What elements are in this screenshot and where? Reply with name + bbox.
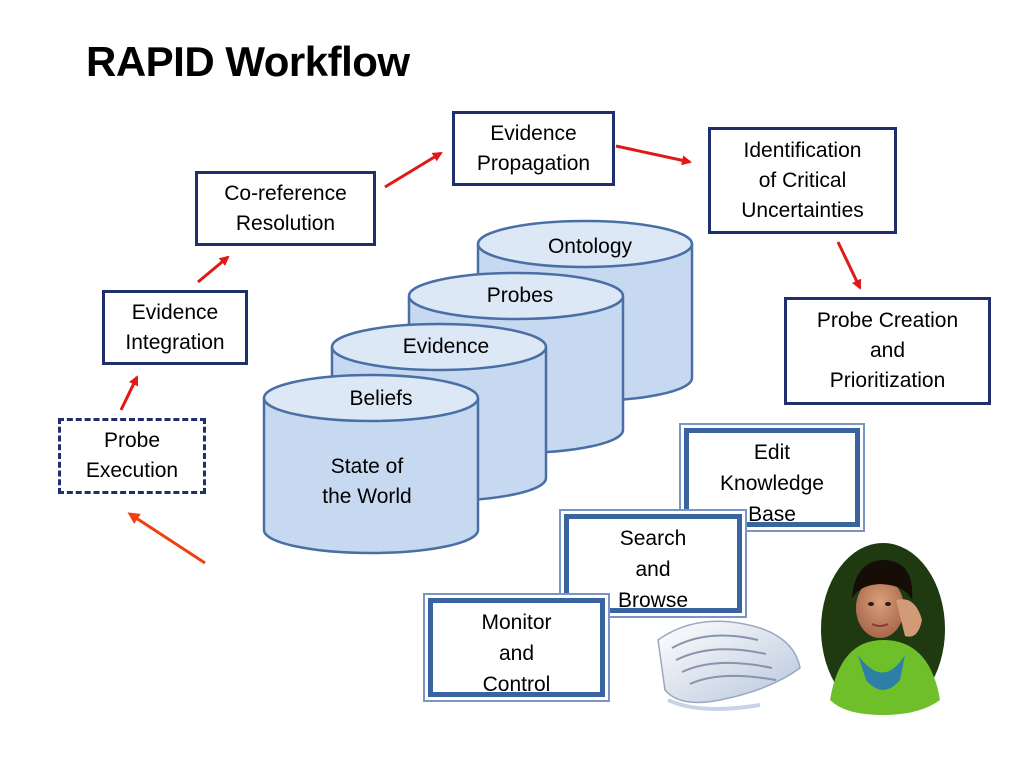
box-identification-critical-uncertainties: Identification of Critical Uncertainties [708, 127, 897, 234]
keyboard-image [657, 620, 801, 711]
arrow-into-execution [127, 512, 206, 565]
database-label-state-1: State of [331, 455, 404, 478]
tool-search-and-browse: Search and Browse [564, 514, 742, 613]
database-beliefs [262, 373, 480, 555]
arrow-identification-to-probe-creation [836, 241, 862, 290]
tool-monitor-and-control: Monitor and Control [428, 598, 605, 697]
arrow-execution-to-integration [119, 375, 139, 411]
database-label-probes: Probes [487, 284, 554, 307]
arrow-integration-to-coref [197, 255, 230, 284]
database-label-evidence: Evidence [403, 335, 489, 358]
tool-edit-knowledge-base: Edit Knowledge Base [684, 428, 860, 527]
box-probe-creation-prioritization: Probe Creation and Prioritization [784, 297, 991, 405]
box-evidence-integration: Evidence Integration [102, 290, 248, 365]
database-label-state-2: the World [322, 485, 412, 508]
page-title: RAPID Workflow [86, 38, 410, 85]
woman-photo [821, 543, 945, 715]
arrow-propagation-to-identification [615, 144, 692, 166]
box-evidence-propagation: Evidence Propagation [452, 111, 615, 186]
box-coreference-resolution: Co-reference Resolution [195, 171, 376, 246]
arrow-coref-to-propagation [384, 151, 443, 189]
box-probe-execution: Probe Execution [58, 418, 206, 494]
database-label-ontology: Ontology [548, 235, 633, 258]
database-label-beliefs: Beliefs [349, 387, 412, 410]
